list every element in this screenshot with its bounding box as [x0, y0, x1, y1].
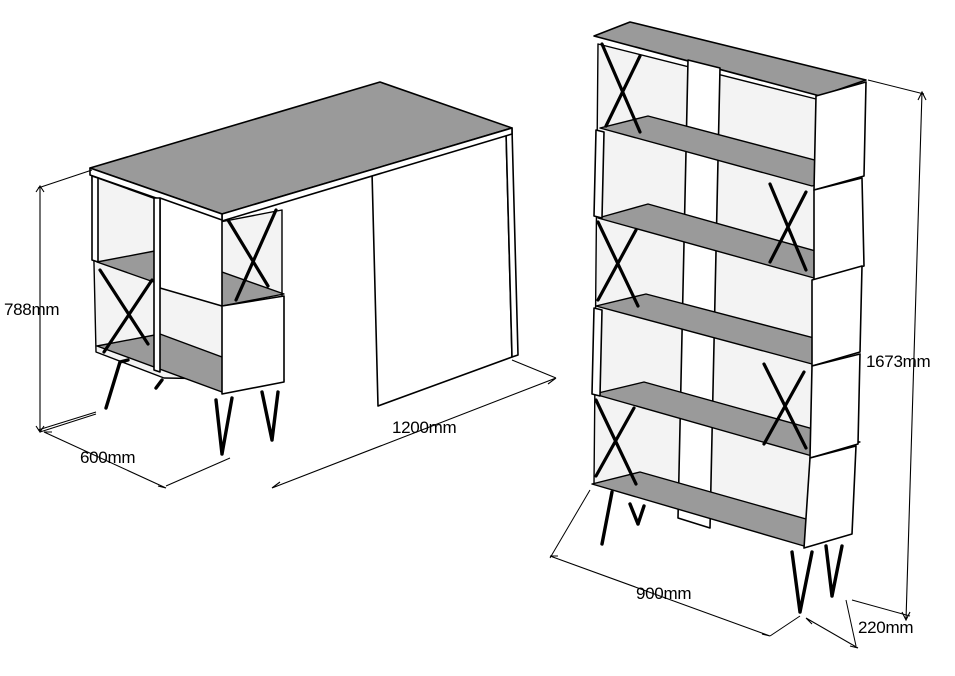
desk-pedestal-front-lower — [221, 295, 285, 395]
bookcase-right-box-5 — [803, 445, 857, 549]
desk-right-side-panel — [371, 130, 513, 407]
desk-height-label: 788mm — [4, 300, 60, 319]
bookcase-right-box-3 — [811, 265, 863, 367]
desk-pedestal-left-panel — [91, 175, 99, 263]
bookcase-x-brace-top-left — [600, 42, 642, 134]
bookcase-x-brace-upper-right — [768, 182, 808, 272]
desk-width-dimension-line — [271, 377, 557, 489]
desk-leg-front-middle — [214, 396, 234, 456]
bookcase-width-label: 900mm — [636, 584, 692, 603]
desk-leg-back-left — [154, 378, 164, 390]
bookcase-leg-front-middle — [628, 502, 646, 526]
desk-x-brace-upper — [226, 208, 278, 302]
desk-pedestal-divider — [153, 197, 161, 373]
desk — [35, 81, 557, 489]
desk-leg-front-right — [260, 390, 280, 442]
bookcase-x-brace-mid-left — [596, 220, 640, 308]
bookcase-depth-dimension-line — [805, 617, 859, 649]
bookcase-width-dimension-line — [549, 555, 771, 637]
bookcase-x-brace-lower-right — [762, 362, 808, 450]
desk-depth-dimension-line — [43, 431, 167, 489]
bookcase-x-brace-low-left — [594, 398, 638, 486]
desk-width-label: 1200mm — [392, 418, 457, 437]
bookcase-right-box-2 — [813, 177, 865, 281]
desk-x-brace-lower — [98, 268, 154, 354]
bookcase-leg-front-left — [600, 490, 614, 546]
desk-depth-label: 600mm — [80, 448, 136, 467]
bookcase-left-panel-middle — [591, 307, 603, 397]
bookcase-top-surface — [593, 21, 867, 97]
bookcase-height-dimension-line — [901, 90, 927, 622]
bookcase-left-panel-upper — [593, 129, 605, 219]
bookcase-right-box-1 — [813, 81, 867, 191]
bookcase — [549, 21, 927, 649]
bookcase-leg-back-right — [824, 544, 844, 598]
bookcase-height-label: 1673mm — [866, 352, 931, 371]
bookcase-leg-front-right — [790, 550, 814, 614]
bookcase-right-box-4 — [809, 353, 861, 459]
bookcase-depth-label: 220mm — [858, 618, 914, 637]
desk-leg-front-left — [104, 358, 130, 410]
bookcase-shelf-4 — [593, 381, 861, 457]
